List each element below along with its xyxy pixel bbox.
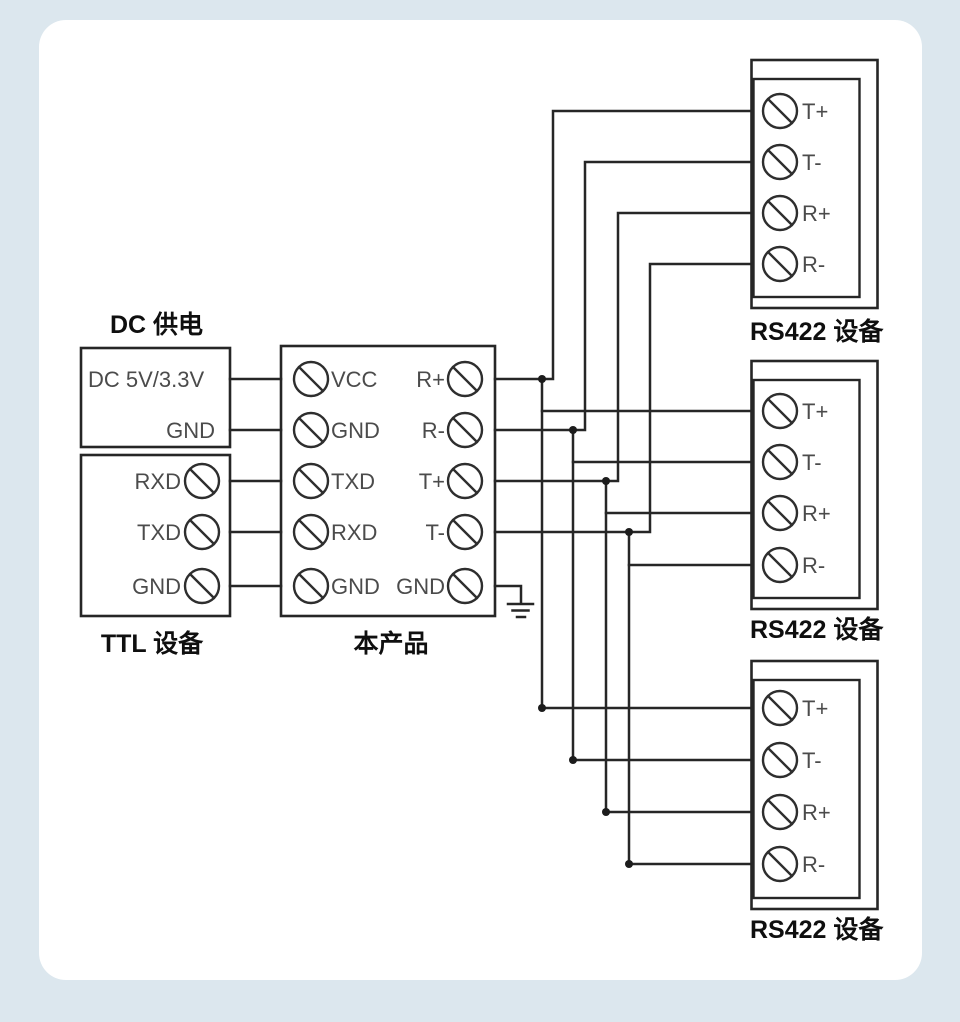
ttl-pin-label: RXD — [135, 469, 181, 494]
product-pin-label: GND — [331, 418, 380, 443]
rs422-pin-label: T+ — [802, 99, 828, 124]
dc-supply-box: DC 供电 DC 5V/3.3V GND — [79, 311, 232, 449]
screw-terminal-icon — [761, 392, 799, 430]
product-pin-label: GND — [331, 574, 380, 599]
product-pin-label: RXD — [331, 520, 377, 545]
rs422-pin-label: T+ — [802, 399, 828, 424]
rs422-terminal-block — [752, 378, 861, 600]
rs422-device-box-1: T+ T- R+ R- RS422 设备 — [750, 58, 884, 346]
junction-dot — [625, 528, 633, 536]
screw-terminal-icon — [446, 360, 484, 398]
product-pin-label: VCC — [331, 367, 378, 392]
rs422-device-box-2: T+ T- R+ R- RS422 设备 — [750, 359, 884, 644]
ttl-device-title: TTL 设备 — [101, 630, 204, 658]
screw-terminal-icon — [761, 494, 799, 532]
screw-terminal-icon — [292, 462, 330, 500]
screw-terminal-icon — [446, 462, 484, 500]
wire-rminus-to-device1 — [493, 160, 753, 432]
screw-terminal-icon — [183, 567, 221, 605]
junction-dot — [625, 860, 633, 868]
screw-terminal-icon — [761, 443, 799, 481]
rs422-outline — [750, 659, 879, 911]
screw-terminal-icon — [183, 513, 221, 551]
screw-terminal-icon — [761, 689, 799, 727]
product-pin-label: R- — [422, 418, 445, 443]
junction-dot — [602, 808, 610, 816]
rs422-pin-label: T- — [802, 450, 822, 475]
screw-terminal-icon — [183, 462, 221, 500]
rs422-terminal-block — [752, 77, 861, 299]
rs422-pin-label: R- — [802, 252, 825, 277]
left-wires — [228, 377, 283, 588]
screw-terminal-icon — [761, 143, 799, 181]
ttl-device-box: RXD TXD GND TTL 设备 — [79, 453, 232, 658]
rs422-wiring — [493, 109, 753, 868]
ttl-pin-label: GND — [132, 574, 181, 599]
rs422-device-title: RS422 设备 — [750, 318, 884, 346]
rs422-pin-label: R+ — [802, 501, 831, 526]
junction-dot — [569, 756, 577, 764]
screw-terminal-icon — [761, 793, 799, 831]
screw-terminal-icon — [761, 741, 799, 779]
rs422-pin-label: R+ — [802, 201, 831, 226]
rs422-terminal-block — [752, 678, 861, 900]
ttl-pin-label: TXD — [137, 520, 181, 545]
rs422-device-title: RS422 设备 — [750, 616, 884, 644]
rs422-outline — [750, 58, 879, 310]
screw-terminal-icon — [446, 513, 484, 551]
dc-pin-label: DC 5V/3.3V — [88, 367, 204, 392]
wire-tplus-to-device1 — [493, 211, 753, 483]
product-title: 本产品 — [353, 630, 428, 658]
screw-terminal-icon — [446, 411, 484, 449]
dc-supply-title: DC 供电 — [110, 311, 203, 339]
rs422-pin-label: R- — [802, 553, 825, 578]
wire-rplus-to-device1 — [493, 109, 753, 381]
screw-terminal-icon — [292, 411, 330, 449]
rs422-pin-label: T+ — [802, 696, 828, 721]
screw-terminal-icon — [446, 567, 484, 605]
screw-terminal-icon — [761, 92, 799, 130]
screw-terminal-icon — [292, 360, 330, 398]
product-pin-label: T- — [425, 520, 445, 545]
rs422-pin-label: T- — [802, 150, 822, 175]
product-pin-label: TXD — [331, 469, 375, 494]
product-pin-label: R+ — [416, 367, 445, 392]
ttl-device-outline — [79, 453, 232, 618]
diagram-card — [39, 20, 922, 980]
product-pin-label: T+ — [419, 469, 445, 494]
wire-tminus-to-device1 — [493, 262, 753, 534]
screw-terminal-icon — [761, 194, 799, 232]
product-pin-label: GND — [396, 574, 445, 599]
junction-dot — [602, 477, 610, 485]
screw-terminal-icon — [292, 513, 330, 551]
rs422-device-title: RS422 设备 — [750, 916, 884, 944]
screw-terminal-icon — [761, 245, 799, 283]
rs422-pin-label: T- — [802, 748, 822, 773]
screw-terminal-icon — [292, 567, 330, 605]
junction-dot — [538, 704, 546, 712]
rs422-pin-label: R+ — [802, 800, 831, 825]
dc-supply-outline — [79, 346, 232, 449]
rs422-outline — [750, 359, 879, 611]
rs422-device-box-3: T+ T- R+ R- RS422 设备 — [750, 659, 884, 944]
dc-pin-label: GND — [166, 418, 215, 443]
junction-dot — [569, 426, 577, 434]
screw-terminal-icon — [761, 546, 799, 584]
screw-terminal-icon — [761, 845, 799, 883]
wire-gnd-drop — [493, 584, 523, 605]
ground-icon — [493, 584, 535, 619]
rs422-pin-label: R- — [802, 852, 825, 877]
product-box: VCC GND TXD RXD GND R+ R- T+ T- GND 本产品 — [279, 344, 497, 658]
junction-dot — [538, 375, 546, 383]
